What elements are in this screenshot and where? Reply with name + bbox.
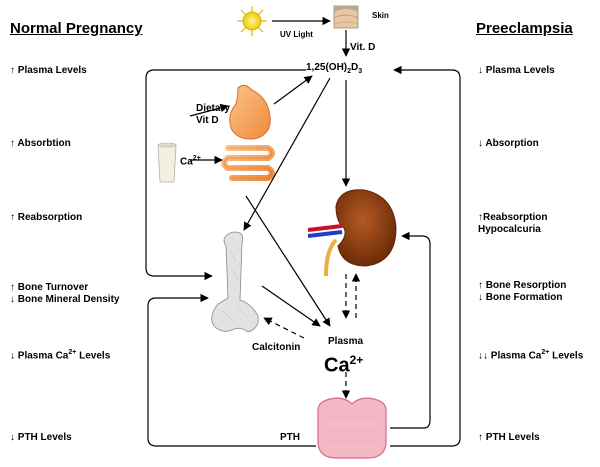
- calcitriol-label: 1,25(OH)2D3: [306, 62, 362, 78]
- intestine-icon: [221, 84, 275, 181]
- pth-kidney-loop-arrow: [390, 231, 431, 429]
- left-absorbtion: ↑ Absorbtion: [10, 138, 71, 149]
- thyroid-icon: [317, 397, 387, 459]
- pth-bone-loop-arrow: [147, 293, 316, 447]
- calcitriol-d: D: [351, 62, 359, 73]
- calcitriol-bone-arrow: [243, 77, 331, 231]
- calcitriol-sub1: 2: [347, 68, 352, 75]
- uv-light-label: UV Light: [280, 30, 313, 39]
- intestine-calcitriol-arrow: [273, 75, 313, 105]
- calcitonin-arrow: [263, 317, 305, 339]
- pth-label: PTH: [280, 432, 300, 443]
- right-plasma-levels: ↓ Plasma Levels: [478, 65, 555, 76]
- left-bone-mineral-density: ↓ Bone Mineral Density: [10, 294, 120, 305]
- left-plasma-ca-sup: 2+: [68, 349, 77, 356]
- intestine-plasma-arrow: [245, 195, 331, 327]
- right-plasma-ca-sup: 2+: [541, 349, 550, 356]
- left-reabsorption: ↑ Reabsorption: [10, 212, 83, 223]
- plasma-ca-big-sup: 2+: [349, 353, 364, 367]
- calcitonin-label: Calcitonin: [252, 342, 301, 353]
- sun-icon: [237, 6, 267, 36]
- left-bone-turnover: ↑ Bone Turnover: [10, 282, 89, 293]
- left-plasma-ca-prefix: ↓ Plasma Ca: [10, 350, 69, 362]
- left-plasma-ca-suffix: Levels: [76, 350, 111, 362]
- left-pth-levels: ↓ PTH Levels: [10, 432, 72, 443]
- preeclampsia-header: Preeclampsia: [476, 20, 573, 37]
- calcitriol-left-loop-arrow: [145, 69, 306, 281]
- ca-label: Ca2+: [180, 153, 201, 168]
- pth-calcitriol-loop-arrow: [390, 65, 461, 447]
- left-plasma-levels: ↑ Plasma Levels: [10, 65, 87, 76]
- kidney-icon: [307, 189, 397, 277]
- milk-glass-icon: [157, 142, 177, 183]
- right-absorption: ↓ Absorption: [478, 138, 539, 149]
- left-plasma-ca-levels: ↓ Plasma Ca2+ Levels: [10, 347, 110, 362]
- calcitriol-sub2: 3: [358, 68, 363, 75]
- right-pth-levels: ↑ PTH Levels: [478, 432, 540, 443]
- plasma-label: Plasma: [328, 336, 364, 347]
- dietary-vitd-label: Vit D: [196, 115, 219, 126]
- vit-d-label: Vit. D: [350, 42, 376, 53]
- skin-icon: [333, 5, 359, 29]
- right-reabsorption: ↑Reabsorption: [478, 212, 548, 223]
- bone-plasma-arrow: [261, 285, 321, 327]
- right-plasma-ca-prefix: ↓↓ Plasma Ca: [478, 350, 542, 362]
- calcitriol-base: 1,25(OH): [306, 62, 348, 73]
- dietary-label: Dietary: [196, 103, 230, 114]
- dietary-arrow: [189, 103, 229, 117]
- right-bone-resorption: ↑ Bone Resorption: [478, 280, 567, 291]
- right-hypocalcuria: Hypocalcuria: [478, 224, 541, 235]
- plasma-ca-label: Ca2+: [324, 349, 363, 377]
- bone-icon: [211, 231, 259, 333]
- plasma-ca-big: Ca: [324, 354, 350, 377]
- right-bone-formation: ↓ Bone Formation: [478, 292, 563, 303]
- skin-label: Skin: [372, 11, 389, 20]
- ca-sup: 2+: [192, 155, 201, 162]
- ca-prefix: Ca: [180, 156, 193, 168]
- normal-pregnancy-header: Normal Pregnancy: [10, 20, 143, 37]
- flow-arrows: [145, 65, 461, 447]
- right-plasma-ca-suffix: Levels: [549, 350, 584, 362]
- right-plasma-ca-levels: ↓↓ Plasma Ca2+ Levels: [478, 347, 583, 362]
